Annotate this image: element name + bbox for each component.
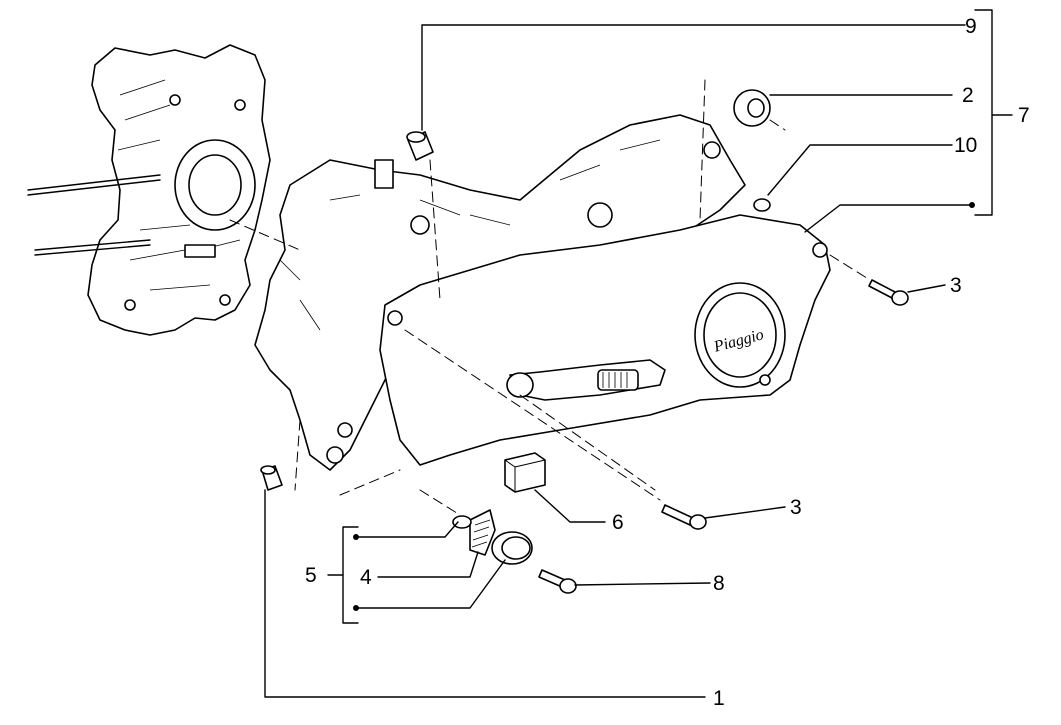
screw-part-3-upper <box>868 279 909 306</box>
callout-7: 7 <box>1018 104 1030 127</box>
spring-part-4 <box>452 509 496 556</box>
callout-8: 8 <box>713 572 725 595</box>
callout-4: 4 <box>360 566 372 589</box>
bearing-part-2 <box>733 89 771 127</box>
leader-dot <box>353 534 359 540</box>
callout-3-upper: 3 <box>950 274 962 297</box>
leader-lines <box>229 9 1013 698</box>
dowel-bush-part-1 <box>260 465 283 491</box>
rubber-block-part-6 <box>504 452 546 493</box>
callout-1: 1 <box>713 687 725 710</box>
callout-9: 9 <box>965 15 977 38</box>
callout-2: 2 <box>962 84 974 107</box>
cover-disc <box>491 531 533 565</box>
screw-part-3-lower <box>661 504 707 530</box>
callout-10: 10 <box>954 134 977 157</box>
leader-dot <box>353 605 359 611</box>
left-crankcase-half <box>27 44 271 336</box>
leader-dot <box>969 202 975 208</box>
screw-part-8 <box>538 569 577 594</box>
callout-5: 5 <box>305 564 317 587</box>
dowel-bush-part-9 <box>406 131 434 161</box>
callout-6: 6 <box>612 511 624 534</box>
callout-3-lower: 3 <box>790 496 802 519</box>
transmission-cover: Piaggio <box>379 214 831 466</box>
pin-part-10 <box>753 198 771 212</box>
